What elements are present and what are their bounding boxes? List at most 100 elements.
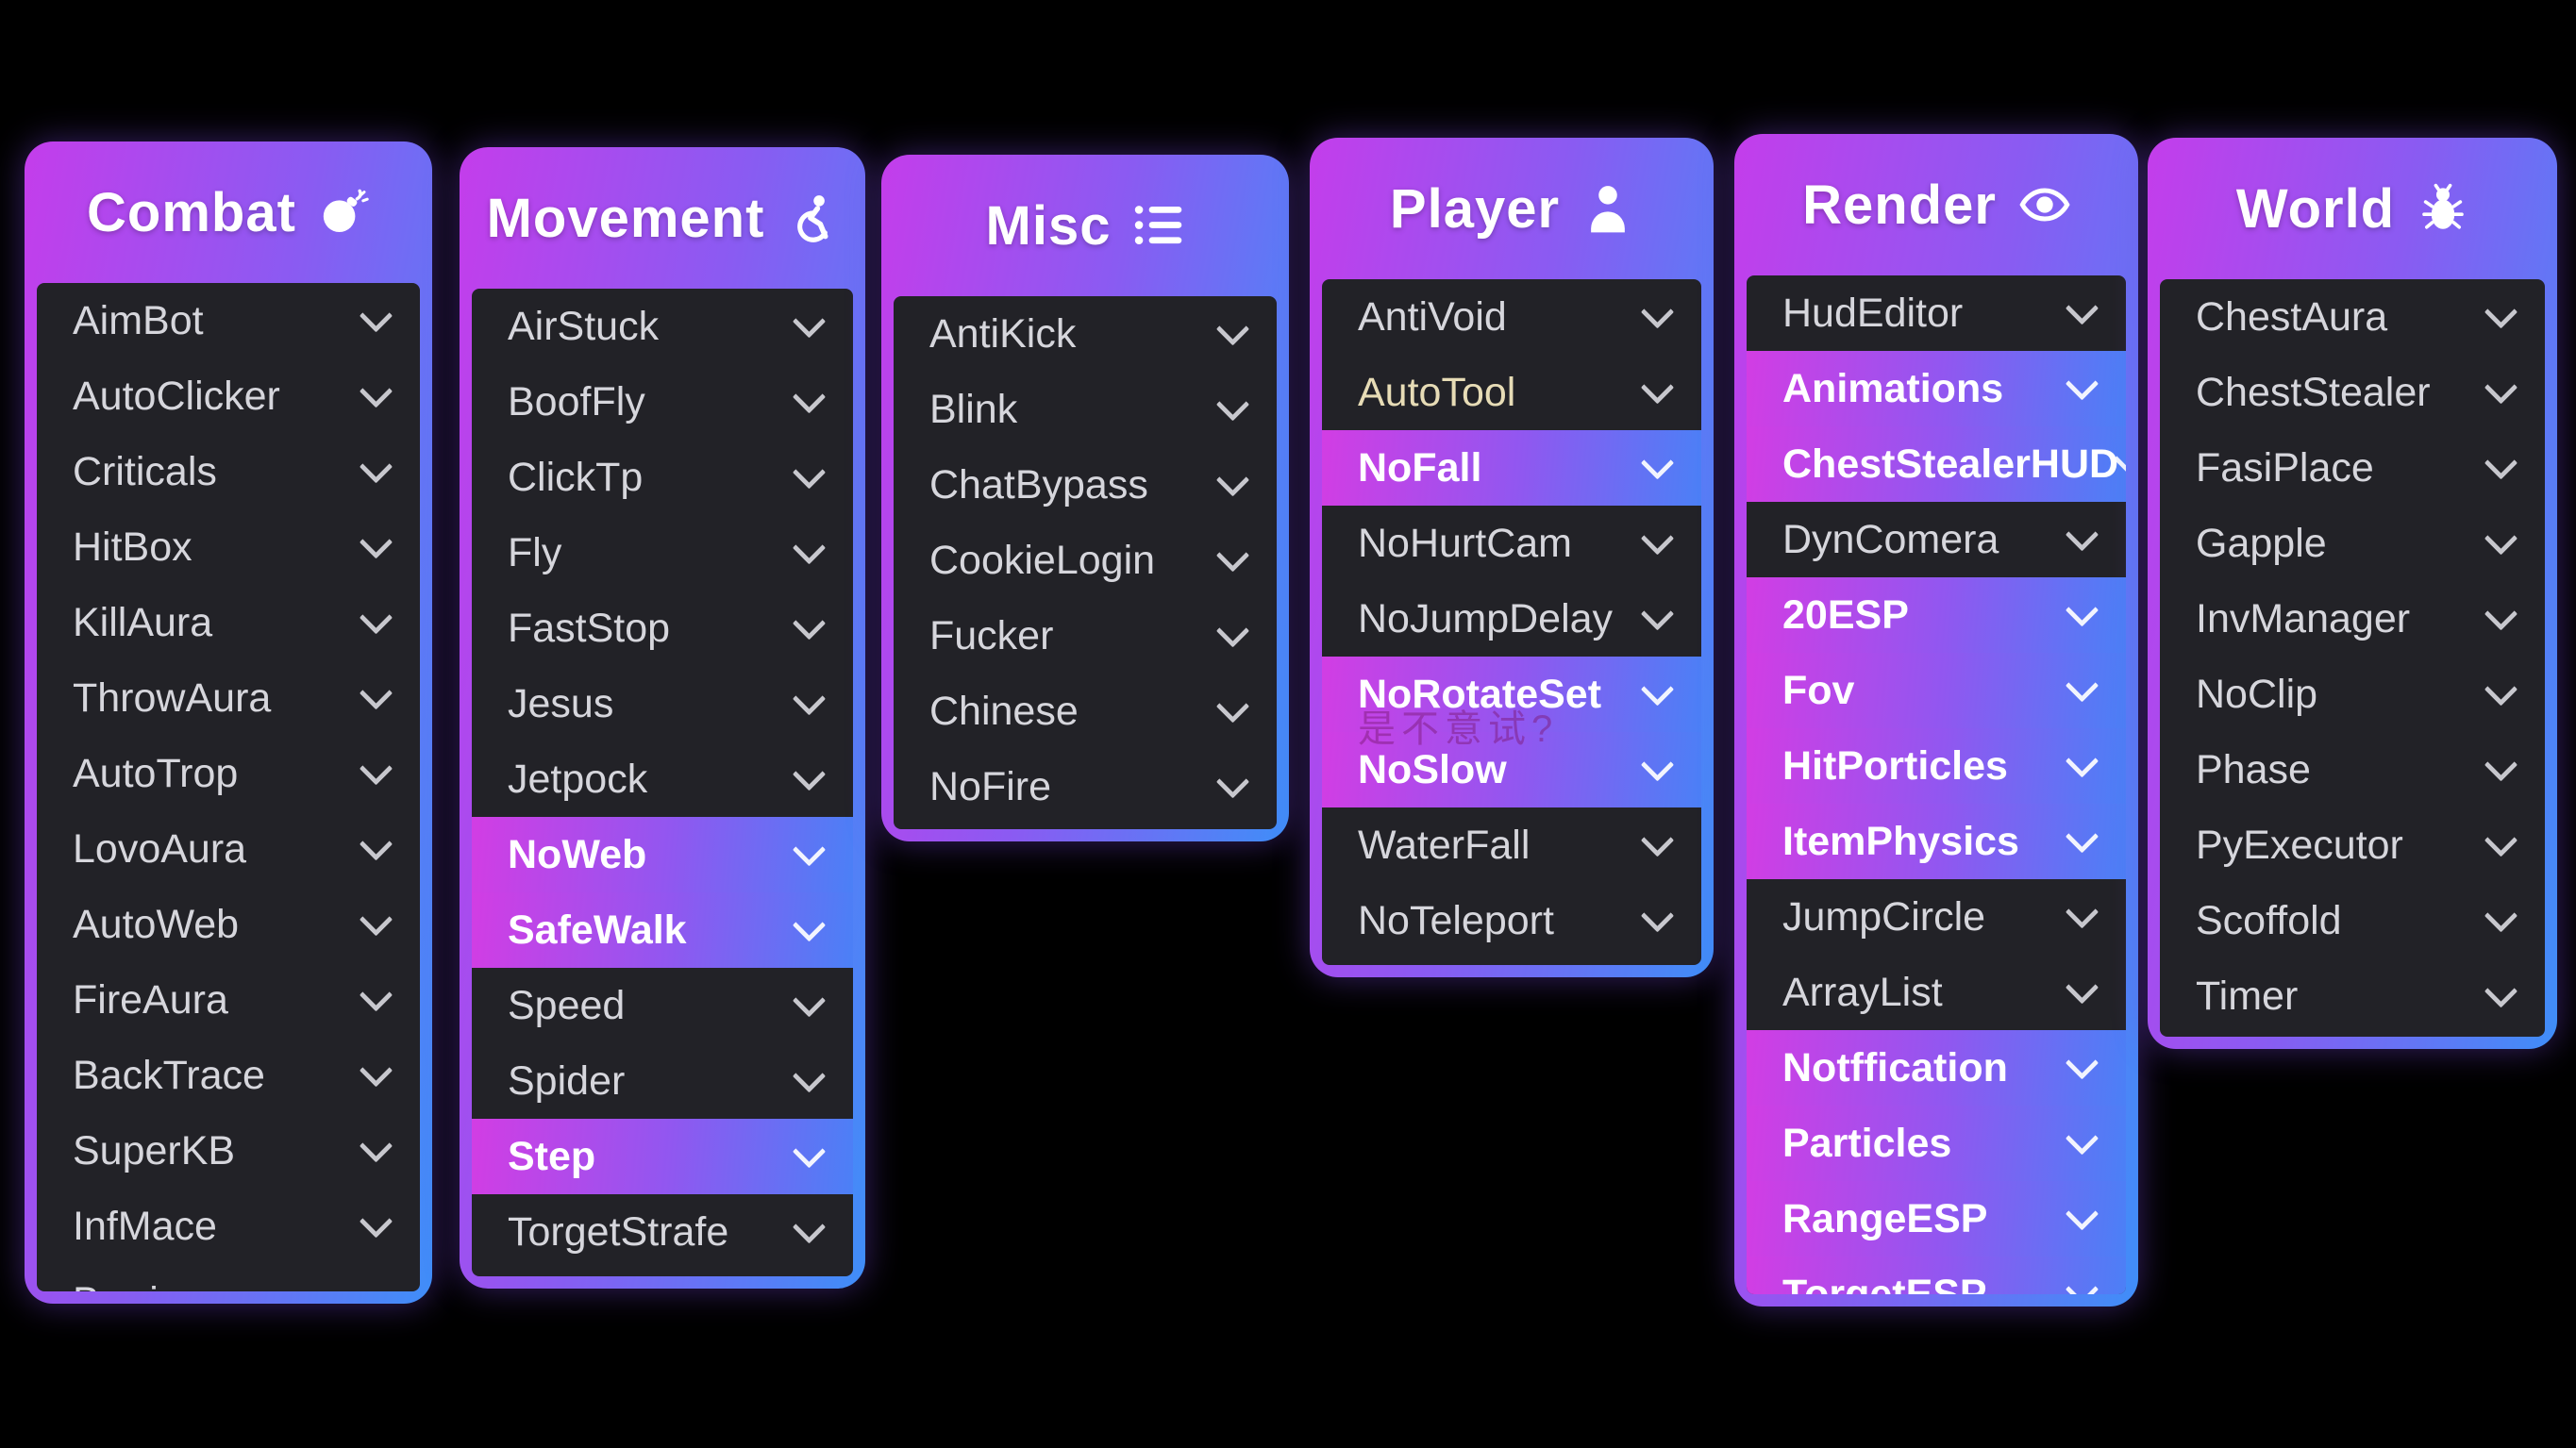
module-clicktp[interactable]: ClickTp [472,440,853,515]
module-nofall[interactable]: NoFall [1322,430,1701,506]
module-waterfall[interactable]: WaterFall [1322,807,1701,883]
chevron-down-icon[interactable] [1640,672,1675,707]
chevron-down-icon[interactable] [359,600,393,635]
chevron-down-icon[interactable] [1215,462,1250,497]
chevron-down-icon[interactable] [1640,445,1675,480]
module-fasiplace[interactable]: FasiPlace [2160,430,2545,506]
module-autotrop[interactable]: AutoTrop [37,736,420,811]
module-step[interactable]: Step [472,1119,853,1194]
module-fov[interactable]: Fov [1747,653,2126,728]
module-cookielogin[interactable]: CookieLogin [894,523,1277,598]
module-gapple[interactable]: Gapple [2160,506,2545,581]
chevron-down-icon[interactable] [359,1204,393,1239]
chevron-down-icon[interactable] [792,681,827,716]
chevron-down-icon[interactable] [1215,387,1250,422]
module-timer[interactable]: Timer [2160,958,2545,1034]
module-nojumpdelay[interactable]: NoJumpDelay [1322,581,1701,657]
chevron-down-icon[interactable] [359,902,393,937]
chevron-down-icon[interactable] [792,1058,827,1093]
panel-header-misc[interactable]: Misc [881,155,1289,296]
chevron-down-icon[interactable] [359,751,393,786]
module-fireaura[interactable]: FireAura [37,962,420,1038]
module-chatbypass[interactable]: ChatBypass [894,447,1277,523]
module-antivoid[interactable]: AntiVoid [1322,279,1701,355]
chevron-down-icon[interactable] [1215,538,1250,573]
module-superkb[interactable]: SuperKB [37,1113,420,1189]
chevron-down-icon[interactable] [792,983,827,1018]
module-noslow[interactable]: 是不意试?NoSlow [1322,708,1701,807]
module-noteleport[interactable]: NoTeleport [1322,883,1701,958]
chevron-down-icon[interactable] [1640,370,1675,405]
chevron-down-icon[interactable] [2484,294,2518,329]
module-spider[interactable]: Spider [472,1043,853,1119]
chevron-down-icon[interactable] [792,1209,827,1244]
module-faststop[interactable]: FastStop [472,591,853,666]
chevron-down-icon[interactable] [1215,689,1250,724]
module-pyexecutor[interactable]: PyExecutor [2160,807,2545,883]
module-jesus[interactable]: Jesus [472,666,853,741]
panel-header-player[interactable]: Player [1310,138,1714,279]
module-chinese[interactable]: Chinese [894,674,1277,749]
chevron-down-icon[interactable] [2065,1045,2099,1080]
module-throwaura[interactable]: ThrowAura [37,660,420,736]
module-cheststealerhud[interactable]: ChestStealerHUD [1747,426,2126,502]
chevron-down-icon[interactable] [792,606,827,641]
chevron-down-icon[interactable] [2484,672,2518,707]
chevron-down-icon[interactable] [1640,294,1675,329]
module-scoffold[interactable]: Scoffold [2160,883,2545,958]
module-dyncomera[interactable]: DynComera [1747,502,2126,577]
chevron-down-icon[interactable] [2484,596,2518,631]
chevron-down-icon[interactable] [1640,898,1675,933]
chevron-down-icon[interactable] [2065,743,2099,778]
chevron-down-icon[interactable] [2484,445,2518,480]
module-fucker[interactable]: Fucker [894,598,1277,674]
module-20esp[interactable]: 20ESP [1747,577,2126,653]
chevron-down-icon[interactable] [1640,823,1675,857]
chevron-down-icon[interactable] [792,832,827,867]
chevron-down-icon[interactable] [1215,311,1250,346]
chevron-down-icon[interactable] [1215,764,1250,799]
module-killaura[interactable]: KillAura [37,585,420,660]
module-phase[interactable]: Phase [2160,732,2545,807]
module-aimbot[interactable]: AimBot [37,283,420,358]
module-itemphysics[interactable]: ItemPhysics [1747,804,2126,879]
module-autotool[interactable]: AutoTool [1322,355,1701,430]
module-arraylist[interactable]: ArrayList [1747,955,2126,1030]
chevron-down-icon[interactable] [2065,970,2099,1005]
module-notffication[interactable]: Notffication [1747,1030,2126,1106]
chevron-down-icon[interactable] [2065,517,2099,552]
module-speed[interactable]: Speed [472,968,853,1043]
module-cheststealer[interactable]: ChestStealer [2160,355,2545,430]
chevron-down-icon[interactable] [359,298,393,333]
module-particles[interactable]: Particles [1747,1106,2126,1181]
chevron-down-icon[interactable] [2065,1272,2099,1294]
module-hitporticles[interactable]: HitPorticles [1747,728,2126,804]
module-infmace[interactable]: InfMace [37,1189,420,1264]
module-invmanager[interactable]: InvManager [2160,581,2545,657]
chevron-down-icon[interactable] [2065,1121,2099,1156]
module-nofire[interactable]: NoFire [894,749,1277,824]
module-norotateset[interactable]: NoRotateSet [1322,657,1701,732]
chevron-down-icon[interactable] [792,304,827,339]
chevron-down-icon[interactable] [1640,596,1675,631]
module-borrier[interactable]: Borrier [37,1264,420,1291]
chevron-down-icon[interactable] [2484,898,2518,933]
chevron-down-icon[interactable] [359,1053,393,1088]
module-jetpock[interactable]: Jetpock [472,741,853,817]
chevron-down-icon[interactable] [359,826,393,861]
chevron-down-icon[interactable] [2065,668,2099,703]
chevron-down-icon[interactable] [2484,521,2518,556]
module-chestaura[interactable]: ChestAura [2160,279,2545,355]
chevron-down-icon[interactable] [2065,592,2099,627]
chevron-down-icon[interactable] [359,374,393,408]
module-safewalk[interactable]: SafeWalk [472,892,853,968]
chevron-down-icon[interactable] [2484,747,2518,782]
chevron-down-icon[interactable] [1640,521,1675,556]
chevron-down-icon[interactable] [792,530,827,565]
module-booffly[interactable]: BoofFly [472,364,853,440]
module-lovoaura[interactable]: LovoAura [37,811,420,887]
module-animations[interactable]: Animations [1747,351,2126,426]
chevron-down-icon[interactable] [359,675,393,710]
module-nohurtcam[interactable]: NoHurtCam [1322,506,1701,581]
chevron-down-icon[interactable] [792,907,827,942]
